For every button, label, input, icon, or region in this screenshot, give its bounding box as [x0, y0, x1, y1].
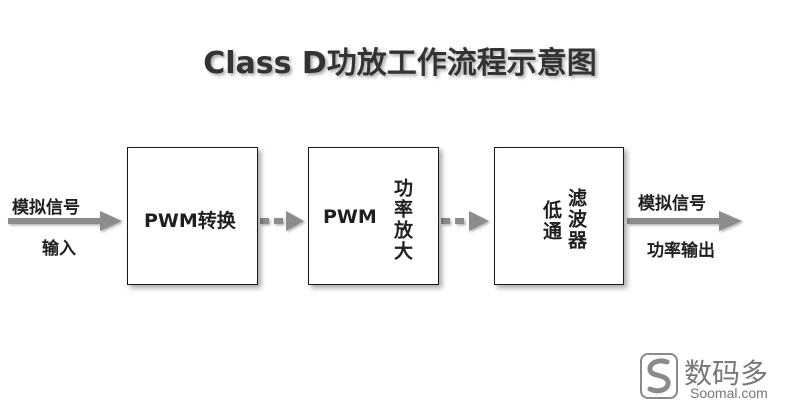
output-label-top: 模拟信号	[638, 194, 706, 214]
power-amp-vertical-label: 功率放大	[391, 178, 413, 262]
soomal-logo-icon	[640, 353, 678, 399]
power-amplifier-block: PWM 功率放大	[308, 147, 439, 285]
dashed-arrow-2	[441, 211, 489, 231]
diagram-title: Class D功放工作流程示意图	[203, 46, 597, 81]
dashed-arrow-1	[260, 211, 304, 231]
output-label-bottom: 功率输出	[647, 241, 715, 261]
lowpass-filter-block: 滤波器 低通	[494, 147, 624, 285]
input-label-bottom: 输入	[42, 239, 76, 259]
filter-vertical-label: 滤波器	[565, 188, 587, 251]
pwm-amp-label: PWM	[323, 206, 377, 228]
input-arrow	[8, 211, 122, 231]
input-label-top: 模拟信号	[12, 198, 80, 218]
watermark-en: Soomal.com	[690, 385, 768, 401]
pwm-conversion-block: PWM转换	[127, 147, 258, 285]
watermark-cn: 数码多	[684, 357, 769, 390]
lowpass-vertical-label: 低通	[540, 200, 562, 242]
output-arrow	[627, 211, 742, 231]
pwm-conversion-label: PWM转换	[144, 210, 236, 232]
